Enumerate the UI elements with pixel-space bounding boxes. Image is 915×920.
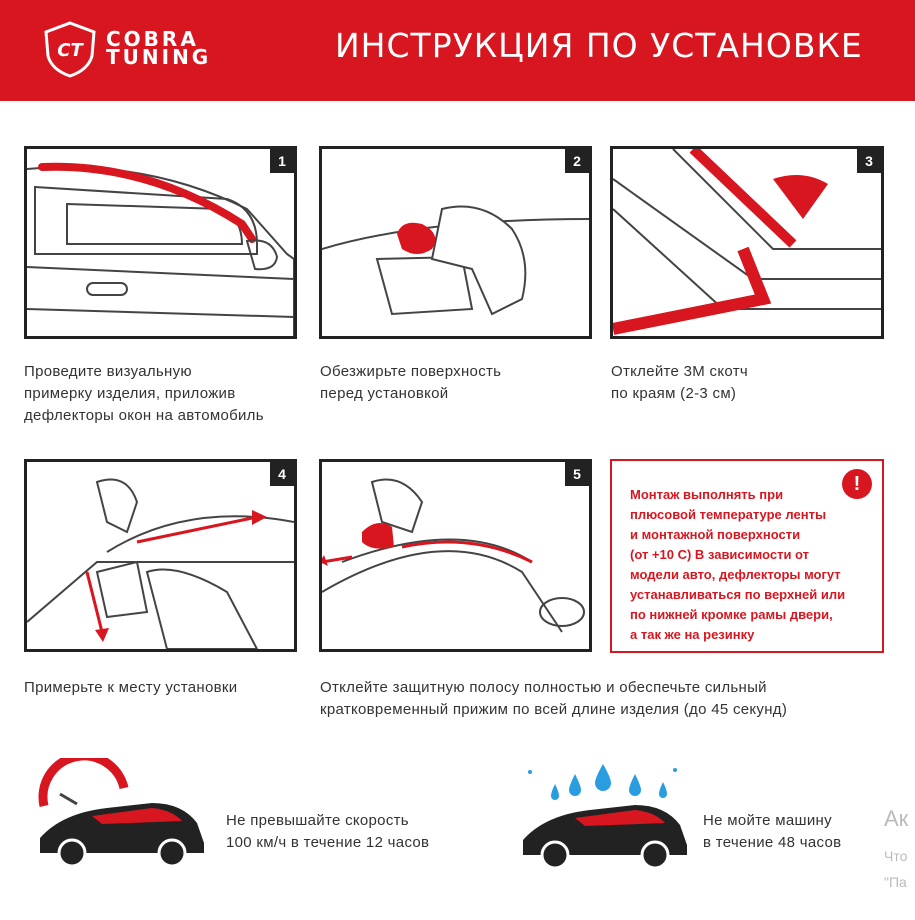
shield-logo-icon: CT: [44, 21, 96, 78]
warning-line: плюсовой температуре ленты: [630, 507, 827, 522]
caption-line: Обезжирьте поверхность: [320, 363, 502, 380]
caption-line: Отклейте 3М скотч: [611, 363, 748, 380]
warning-line: а так же на резинку: [630, 627, 755, 642]
exclamation-icon: !: [842, 469, 872, 499]
warning-line: модели авто, дефлекторы могут: [630, 567, 841, 582]
step-number-4: 4: [270, 462, 294, 486]
press-deflector-illustration: [322, 478, 585, 633]
caption-line: по краям (2-3 см): [611, 385, 737, 402]
step-4-caption: Примерьте к месту установки: [24, 677, 237, 699]
header-bar: CT COBRA TUNING ИНСТРУКЦИЯ ПО УСТАНОВКЕ: [0, 0, 915, 101]
tip-line: Не мойте машину: [703, 812, 832, 829]
warning-text: Монтаж выполнять при плюсовой температур…: [630, 485, 880, 645]
step-number-1: 1: [270, 149, 294, 173]
brand-line-1: COBRA: [106, 27, 199, 51]
peel-tape-illustration: [613, 149, 881, 335]
clipped-text-2: "Па: [884, 874, 907, 890]
tip-line: 100 км/ч в течение 12 часов: [226, 834, 430, 851]
warning-line: и монтажной поверхности: [630, 527, 801, 542]
caption-line: Примерьте к месту установки: [24, 679, 238, 696]
step-1-caption: Проведите визуальную примерку изделия, п…: [24, 361, 264, 427]
step-number-5: 5: [565, 462, 589, 486]
warning-line: по нижней кромке рамы двери,: [630, 607, 833, 622]
caption-line: Проведите визуальную: [24, 363, 192, 380]
brand-wordmark: COBRA TUNING: [106, 27, 212, 69]
installation-warning-box: ! Монтаж выполнять при плюсовой температ…: [610, 459, 884, 653]
caption-line: перед установкой: [320, 385, 449, 402]
caption-line: дефлекторы окон на автомобиль: [24, 407, 264, 424]
step-number-2: 2: [565, 149, 589, 173]
water-drops-car-icon: [523, 764, 687, 870]
tip-line: Не превышайте скорость: [226, 812, 409, 829]
warning-line: устанавливаться по верхней или: [630, 587, 846, 602]
step-2-caption: Обезжирьте поверхность перед установкой: [320, 361, 501, 405]
tip-line: в течение 48 часов: [703, 834, 842, 851]
page-title: ИНСТРУКЦИЯ ПО УСТАНОВКЕ: [335, 26, 863, 65]
step-2-panel: 2: [319, 146, 592, 339]
speedometer-car-icon: [38, 758, 204, 868]
car-door-illustration: [27, 162, 294, 336]
step-1-panel: 1: [24, 146, 297, 339]
svg-text:CT: CT: [57, 40, 84, 61]
degreasing-hand-illustration: [322, 205, 589, 316]
wash-tip: Не мойте машину в течение 48 часов: [703, 810, 841, 854]
step-4-panel: 4: [24, 459, 297, 652]
caption-line: кратковременный прижим по всей длине изд…: [320, 701, 788, 718]
caption-line: Отклейте защитную полосу полностью и обе…: [320, 679, 767, 696]
clipped-text-1: Что: [884, 848, 908, 864]
caption-line: примерку изделия, приложив: [24, 385, 236, 402]
speed-tip: Не превышайте скорость 100 км/ч в течени…: [226, 810, 429, 854]
step-5-panel: 5: [319, 459, 592, 652]
step-3-caption: Отклейте 3М скотч по краям (2-3 см): [611, 361, 748, 405]
fitting-hands-illustration: [27, 478, 294, 649]
step-5-caption: Отклейте защитную полосу полностью и обе…: [320, 677, 787, 721]
warning-line: (от +10 С) В зависимости от: [630, 547, 810, 562]
brand-line-2: TUNING: [106, 45, 212, 69]
cobra-tuning-logo: CT COBRA TUNING: [42, 20, 282, 80]
clipped-heading: Ак: [884, 806, 909, 831]
step-3-panel: 3: [610, 146, 884, 339]
warning-line: Монтаж выполнять при: [630, 487, 784, 502]
step-number-3: 3: [857, 149, 881, 173]
